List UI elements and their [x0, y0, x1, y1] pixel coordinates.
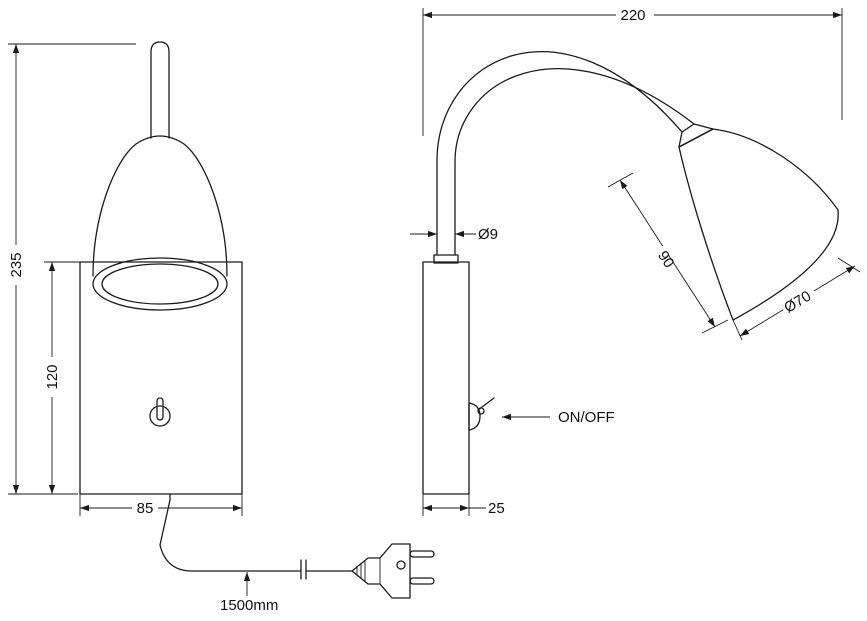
dim-plate-height-label: 120	[44, 364, 61, 389]
dim-tube-diameter-label: Ø9	[478, 226, 498, 243]
switch-callout: ON/OFF	[502, 409, 615, 426]
side-view: ON/OFF 220 Ø9 25	[410, 6, 861, 517]
side-collar	[433, 254, 459, 264]
front-shade-rim-inner	[101, 263, 219, 305]
dim-cable-length-label: 1500mm	[220, 597, 278, 614]
front-wall-plate	[79, 261, 243, 495]
dim-total-height: 235	[6, 43, 136, 495]
switch-label: ON/OFF	[558, 409, 615, 426]
side-switch	[468, 397, 495, 431]
dim-shade-length: 90	[607, 172, 729, 334]
front-shade	[92, 135, 228, 277]
dim-arm-reach: 220	[422, 6, 843, 136]
cable-break-mark	[300, 559, 307, 580]
dim-arm-reach-label: 220	[620, 7, 645, 24]
dim-body-depth-label: 25	[488, 500, 505, 517]
dim-total-height-label: 235	[8, 252, 25, 277]
dim-plate-height: 120	[42, 261, 80, 494]
side-gooseneck-outer	[436, 51, 683, 256]
dim-tube-diameter: Ø9	[410, 226, 498, 243]
front-shade-rim-outer	[92, 257, 228, 311]
dim-shade-diameter: Ø70	[732, 257, 861, 341]
side-gooseneck-inner	[454, 68, 695, 256]
euro-plug	[351, 543, 435, 599]
dim-plate-width-label: 85	[137, 500, 154, 517]
dim-plate-width: 85	[79, 494, 243, 517]
dim-shade-length-label: 90	[654, 248, 677, 271]
dim-body-depth: 25	[422, 494, 505, 517]
side-body	[422, 261, 470, 495]
dim-cable-length: 1500mm	[220, 572, 278, 614]
front-view: 235 120 85 1500mm	[6, 41, 435, 614]
front-top-stem	[150, 41, 170, 139]
power-cable	[159, 493, 301, 572]
front-toggle-switch	[149, 397, 171, 427]
